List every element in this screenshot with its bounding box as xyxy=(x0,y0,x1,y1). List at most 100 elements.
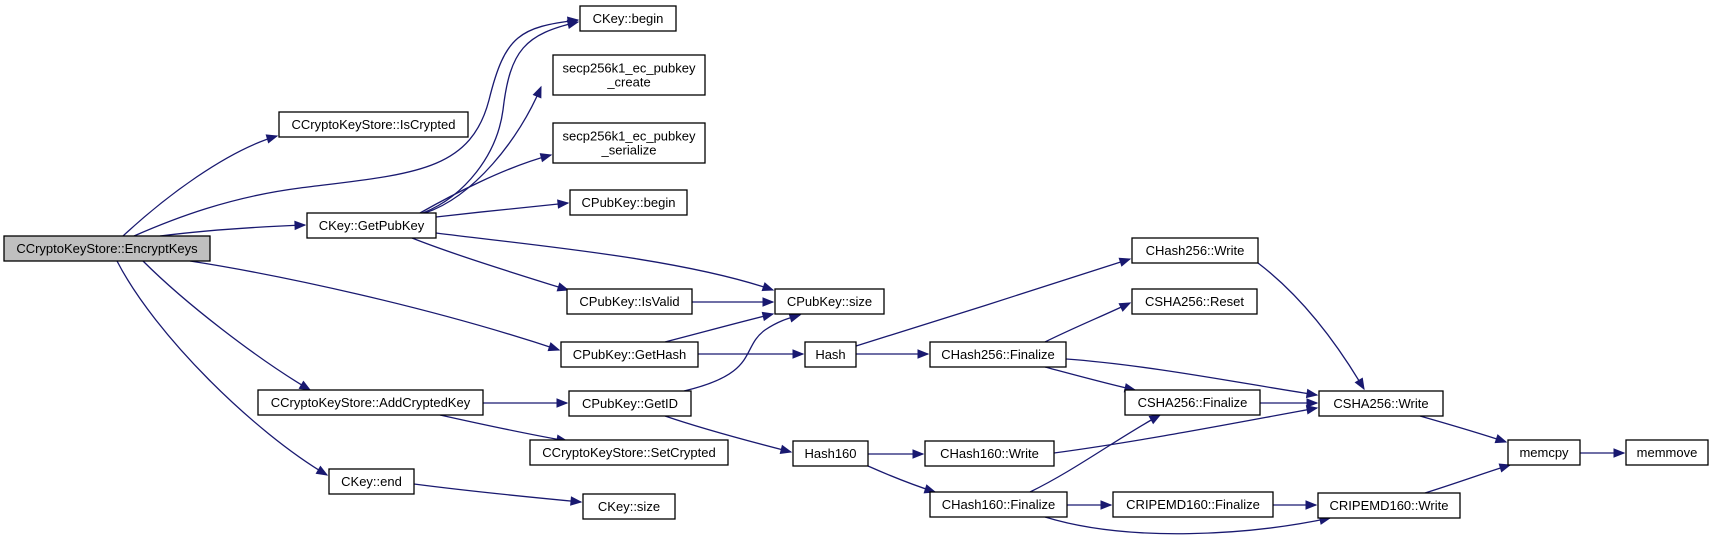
node-iscrypted[interactable]: CCryptoKeyStore::IsCrypted xyxy=(278,111,469,138)
node-label: CPubKey::GetHash xyxy=(573,347,686,362)
node-box xyxy=(306,212,437,239)
edge-hash-to-h256finalize xyxy=(856,349,930,359)
node-ckeyend[interactable]: CKey::end xyxy=(328,468,415,495)
node-box xyxy=(3,235,211,262)
node-box xyxy=(1507,439,1581,466)
arrowhead xyxy=(265,134,279,144)
edge-h256finalize-to-shafinalize xyxy=(1044,366,1137,393)
edge-addcryptedkey-to-setcrypted xyxy=(439,414,569,444)
edge-line xyxy=(116,260,328,476)
arrowhead xyxy=(788,313,802,323)
edge-line xyxy=(142,260,311,391)
node-pubsize[interactable]: CPubKey::size xyxy=(774,288,885,315)
node-label: CCryptoKeyStore::EncryptKeys xyxy=(16,241,198,256)
node-label: memcpy xyxy=(1519,445,1569,460)
edge-line xyxy=(867,465,936,493)
edge-line xyxy=(1044,302,1131,343)
edge-getpubkey-to-pubsize xyxy=(435,232,775,292)
arrowhead xyxy=(912,449,925,459)
node-ecserialize[interactable]: secp256k1_ec_pubkey_serialize xyxy=(552,122,706,164)
node-label: secp256k1_ec_pubkey xyxy=(563,61,696,76)
node-box xyxy=(529,439,729,466)
node-box xyxy=(552,122,706,164)
edge-line xyxy=(1065,358,1318,396)
edge-h160finalize-to-ripwrite xyxy=(1044,515,1332,535)
edge-isvalid-to-pubsize xyxy=(692,297,775,307)
edge-gethash-to-pubsize xyxy=(664,311,775,343)
edge-line xyxy=(159,224,306,237)
arrowhead xyxy=(532,85,542,99)
arrowhead xyxy=(761,311,775,322)
node-box xyxy=(1131,237,1259,264)
edge-line xyxy=(664,313,774,343)
node-label: CRIPEMD160::Write xyxy=(1330,498,1449,513)
node-box xyxy=(566,288,693,315)
edges-layer xyxy=(116,16,1626,535)
arrowhead xyxy=(1305,405,1319,415)
node-h256write[interactable]: CHash256::Write xyxy=(1131,237,1259,264)
node-label: secp256k1_ec_pubkey xyxy=(563,129,696,144)
edge-line xyxy=(1029,414,1161,493)
edge-line xyxy=(424,86,542,214)
node-label: _create xyxy=(606,75,650,90)
edge-h160finalize-to-ripfinalize xyxy=(1067,500,1113,510)
node-box xyxy=(579,5,677,32)
node-h160write[interactable]: CHash160::Write xyxy=(924,440,1055,467)
edge-hash160-to-h160finalize xyxy=(867,465,937,494)
node-hash160[interactable]: Hash160 xyxy=(792,440,869,467)
node-label: CSHA256::Finalize xyxy=(1138,395,1248,410)
node-box xyxy=(552,54,706,96)
node-box xyxy=(924,440,1055,467)
edge-addcryptedkey-to-getid xyxy=(483,398,569,408)
node-label: Hash xyxy=(815,347,845,362)
node-label: CHash160::Finalize xyxy=(942,497,1055,512)
node-label: CKey::begin xyxy=(593,11,664,26)
edge-h256write-to-shawrite xyxy=(1257,262,1365,391)
node-shawrite[interactable]: CSHA256::Write xyxy=(1318,390,1444,417)
node-box xyxy=(278,111,469,138)
node-shareset[interactable]: CSHA256::Reset xyxy=(1131,288,1258,315)
arrowhead xyxy=(1354,377,1365,391)
node-label: CSHA256::Reset xyxy=(1145,294,1244,309)
node-setcrypted[interactable]: CCryptoKeyStore::SetCrypted xyxy=(529,439,729,466)
edge-encryptkeys-to-addcryptedkey xyxy=(142,260,312,391)
node-memmove[interactable]: memmove xyxy=(1625,439,1709,466)
node-box xyxy=(774,288,885,315)
node-hash[interactable]: Hash xyxy=(804,341,857,368)
edge-shawrite-to-memcpy xyxy=(1419,415,1508,444)
edge-getpubkey-to-ckeybegin xyxy=(422,19,580,214)
node-label: CHash256::Write xyxy=(1146,243,1245,258)
node-box xyxy=(804,341,857,368)
edge-encryptkeys-to-getpubkey xyxy=(159,220,307,237)
node-eccreate[interactable]: secp256k1_ec_pubkey_create xyxy=(552,54,706,96)
arrowhead xyxy=(761,282,775,292)
edge-line xyxy=(1053,407,1318,454)
arrowhead xyxy=(1305,388,1319,399)
node-label: CKey::size xyxy=(598,499,660,514)
node-ripfinalize[interactable]: CRIPEMD160::Finalize xyxy=(1112,491,1274,518)
edge-getid-to-pubsize xyxy=(683,313,802,392)
node-addcryptedkey[interactable]: CCryptoKeyStore::AddCryptedKey xyxy=(257,389,484,416)
node-pubbegin[interactable]: CPubKey::begin xyxy=(569,189,688,216)
node-ckeybegin[interactable]: CKey::begin xyxy=(579,5,677,32)
node-label: CPubKey::IsValid xyxy=(579,294,679,309)
edge-line xyxy=(664,415,792,453)
node-getpubkey[interactable]: CKey::GetPubKey xyxy=(306,212,437,239)
node-ripwrite[interactable]: CRIPEMD160::Write xyxy=(1317,492,1461,519)
node-h256finalize[interactable]: CHash256::Finalize xyxy=(929,341,1067,368)
edge-line xyxy=(422,21,579,214)
edge-line xyxy=(419,154,552,214)
node-memcpy[interactable]: memcpy xyxy=(1507,439,1581,466)
node-h160finalize[interactable]: CHash160::Finalize xyxy=(929,491,1068,518)
arrowhead xyxy=(1306,398,1319,408)
node-label: CPubKey::size xyxy=(787,294,872,309)
node-ckeysize[interactable]: CKey::size xyxy=(582,493,676,520)
edge-line xyxy=(411,237,569,291)
node-box xyxy=(1318,390,1444,417)
node-isvalid[interactable]: CPubKey::IsValid xyxy=(566,288,693,315)
node-shafinalize[interactable]: CSHA256::Finalize xyxy=(1124,389,1261,416)
node-encryptkeys[interactable]: CCryptoKeyStore::EncryptKeys xyxy=(3,235,211,262)
node-gethash[interactable]: CPubKey::GetHash xyxy=(560,341,699,368)
node-getid[interactable]: CPubKey::GetID xyxy=(568,390,692,417)
